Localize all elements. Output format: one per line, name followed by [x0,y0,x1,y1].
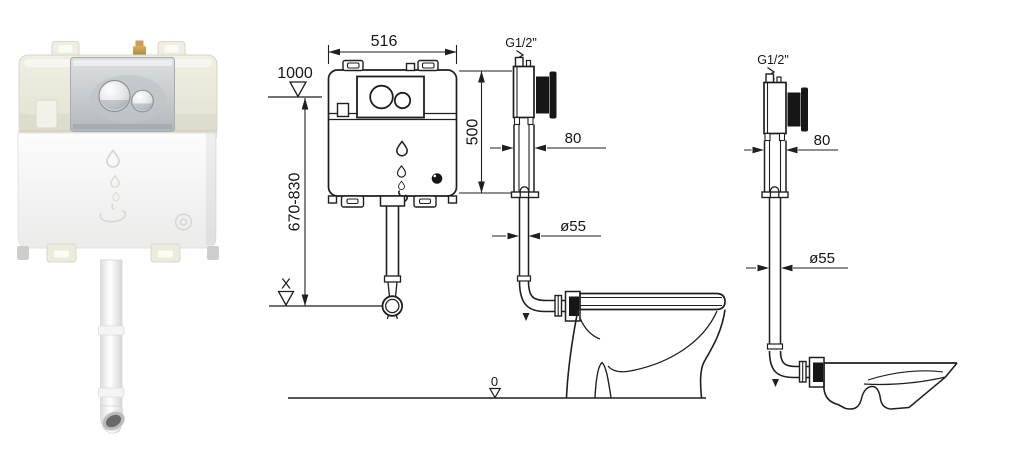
floor-ref-label: X [281,276,291,293]
flush-pipe-photo [98,259,125,434]
water-drop-icon [106,149,120,168]
water-drop-icon [398,180,405,190]
wall-hung-pan-profile [823,362,958,410]
height-dim-label: 500 [465,119,482,146]
service-knob [431,173,443,184]
large-button-front [369,84,394,110]
dimension-dia55-floor: ø55 [492,218,601,240]
water-drop-icon [396,140,408,157]
floor-ref-marker-x: X [269,276,383,307]
water-drop-icon [110,174,120,188]
plate-flange-side [801,87,808,132]
actuator-box-side [787,92,801,127]
front-view-drawing: 516 1000 670-830 X 500 [268,33,512,320]
flush-pipe-side [766,197,825,388]
dimension-80-floor: 80 [490,130,606,152]
actuator-box-side [536,76,549,114]
range-dim-label: 670-830 [287,173,304,232]
inlet-size-label: G1/2" [757,53,789,67]
depth-dim-label: 80 [565,130,582,147]
spud-seal [569,296,579,316]
flush-pipe-side [516,197,581,322]
dimension-dia55-wall: ø55 [746,250,848,272]
cistern-side-profile [761,73,808,199]
corner-foot-right [207,246,219,260]
flush-pipe-front [379,195,406,320]
side-view-wall-toilet: G1/2" 80 [744,53,958,410]
hand-icon [99,203,127,223]
water-drop-icon [112,191,120,202]
bottom-mounting-tabs [327,195,458,208]
flow-arrow [772,379,779,387]
level-marker-1000: 1000 [268,65,322,98]
cistern-front-outline [327,59,458,320]
top-mounting-tabs [342,59,439,72]
side-bracket-left [29,99,58,129]
inlet-size-label: G1/2" [505,36,537,50]
flow-arrow [522,313,530,321]
large-flush-button [98,79,131,113]
dimension-670-830: 670-830 [287,98,309,306]
flush-plate-front [356,75,425,119]
cistern-side-profile [510,56,557,199]
depth-dim-label: 80 [814,132,831,149]
dimension-80-wall: 80 [744,132,838,154]
water-drop-icon [396,164,407,178]
mounting-tab-bottom-left [46,243,77,263]
corner-foot-left [17,246,29,260]
product-photo [17,40,219,434]
side-view-floor-toilet: G1/2" 80 [288,36,726,399]
mounting-tab-bottom-right [150,243,181,263]
trap-arch [594,361,612,398]
spud-seal [813,362,823,382]
floor-toilet-profile [565,292,726,398]
pipe-dia-label: ø55 [560,218,586,235]
zero-level-label: 0 [491,374,498,389]
pipe-dia-label: ø55 [809,250,835,267]
dimension-516: 516 [327,33,458,64]
side-fixing-lug [336,102,350,118]
lower-cover [17,132,217,249]
inlet-stub [405,62,416,72]
width-dim-label: 516 [371,33,398,50]
brand-logo-icon [179,218,188,226]
plate-flange-side [549,71,557,119]
zero-level-marker: 0 [488,374,502,399]
level-dim-label: 1000 [277,65,313,82]
small-button-front [393,91,412,110]
flush-plate [70,57,175,132]
dimension-500: 500 [459,70,512,194]
brand-logo-icon [174,213,193,231]
small-flush-button [131,89,154,113]
